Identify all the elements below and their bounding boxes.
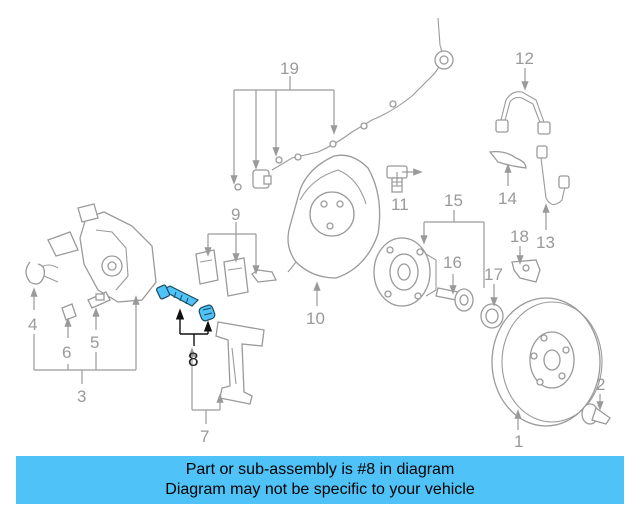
callout-17: 17: [484, 265, 503, 284]
bleeder-screw-5: [87, 291, 111, 309]
caliper-carrier: [215, 321, 265, 405]
callout-8: 8: [188, 350, 199, 371]
parts-diagram: 1 2 3 4 5 6 7 8 9 10 11 12 13 14 15 16 1…: [25, 17, 611, 451]
banner-line-2: Diagram may not be specific to your vehi…: [165, 481, 475, 498]
callout-16: 16: [443, 253, 462, 272]
splash-shield: [287, 154, 381, 279]
callout-9: 9: [231, 205, 240, 224]
callout-5: 5: [90, 333, 99, 352]
banner-line-1: Part or sub-assembly is #8 in diagram: [185, 461, 455, 478]
callout-15: 15: [444, 191, 463, 210]
callout-2: 2: [596, 375, 605, 394]
info-banner: Part or sub-assembly is #8 in diagram Di…: [16, 456, 624, 504]
callout-4: 4: [28, 315, 37, 334]
callout-19: 19: [280, 59, 299, 78]
wear-sensor-wire: [234, 17, 454, 191]
callout-10: 10: [306, 309, 325, 328]
screw-2: [581, 403, 611, 425]
caliper-housing: [39, 203, 157, 303]
callout-7: 7: [200, 427, 209, 446]
guide-bolt-8: [155, 284, 200, 307]
spring-clip-4: [25, 261, 59, 285]
callout-6: 6: [62, 343, 71, 362]
brake-hose: [488, 91, 570, 206]
callout-12: 12: [515, 49, 534, 68]
hub-bolt-16: [435, 287, 474, 312]
guide-bushing-8: [198, 304, 216, 322]
callout-3: 3: [77, 387, 86, 406]
brake-rotor: [491, 297, 603, 427]
callout-1: 1: [514, 432, 523, 451]
callout-13: 13: [536, 233, 555, 252]
callout-14: 14: [498, 189, 517, 208]
bracket-18: [511, 259, 541, 283]
callout-11: 11: [391, 195, 409, 214]
hub-bearing: [373, 237, 437, 307]
hub-cap-17: [480, 303, 504, 329]
callout-18: 18: [510, 227, 529, 246]
dust-cap-6: [61, 303, 77, 321]
